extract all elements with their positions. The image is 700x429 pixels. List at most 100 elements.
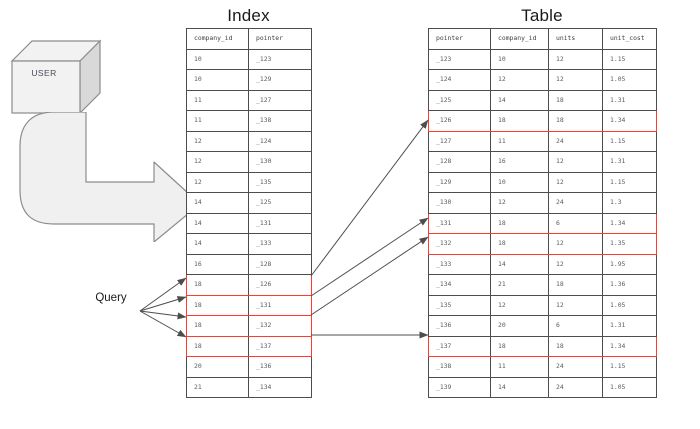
- table-title: Table: [521, 6, 563, 25]
- table-unit-cost: 1.34: [602, 212, 657, 234]
- index-row: 18_131: [186, 294, 312, 316]
- table-units: 24: [548, 356, 603, 378]
- table-unit-cost: 1.31: [602, 151, 657, 173]
- table-unit-cost: 1.31: [602, 315, 657, 337]
- user-box-label: USER: [31, 68, 57, 78]
- table-unit-cost: 1.34: [602, 335, 657, 357]
- table-pointer: _126: [428, 110, 491, 132]
- index-title: Index: [227, 6, 270, 25]
- table-company-id: 18: [490, 110, 549, 132]
- table-units: 12: [548, 48, 603, 70]
- index-company-id: 12: [186, 130, 249, 152]
- table-company-id: 14: [490, 89, 549, 111]
- index-company-id: 20: [186, 356, 249, 378]
- table-pointer: _131: [428, 212, 491, 234]
- index-company-id: 14: [186, 192, 249, 214]
- index-company-id: 12: [186, 171, 249, 193]
- table-pointer: _136: [428, 315, 491, 337]
- index-row: 11_127: [186, 89, 312, 111]
- table-pointer: _123: [428, 48, 491, 70]
- table-pointer: _127: [428, 130, 491, 152]
- index-pointer: _136: [248, 356, 312, 378]
- table-unit-cost: 1.05: [602, 69, 657, 91]
- index-pointer: _135: [248, 171, 312, 193]
- index-pointer: _124: [248, 130, 312, 152]
- index-company-id: 18: [186, 294, 249, 316]
- index-company-id: 10: [186, 48, 249, 70]
- table-unit-cost: 1.36: [602, 274, 657, 296]
- table-company-id: 11: [490, 130, 549, 152]
- index-header-0: company_id: [186, 28, 249, 50]
- index-header-1: pointer: [248, 28, 312, 50]
- index-row: 18_137: [186, 335, 312, 357]
- table-units: 18: [548, 335, 603, 357]
- table-company-id: 11: [490, 356, 549, 378]
- index-pointer: _126: [248, 274, 312, 296]
- table-units: 18: [548, 110, 603, 132]
- index-company-id: 10: [186, 69, 249, 91]
- table-unit-cost: 1.15: [602, 48, 657, 70]
- table-unit-cost: 1.15: [602, 130, 657, 152]
- index-row: 14_131: [186, 212, 312, 234]
- index-row: 16_128: [186, 253, 312, 275]
- index-row: 18_132: [186, 315, 312, 337]
- table-header-2: units: [548, 28, 603, 50]
- table-unit-cost: 1.31: [602, 89, 657, 111]
- index-row: 12_124: [186, 130, 312, 152]
- index-row: 20_136: [186, 356, 312, 378]
- index-pointer: _132: [248, 315, 312, 337]
- table-pointer: _130: [428, 192, 491, 214]
- table-company-id: 18: [490, 335, 549, 357]
- index-row: 10_129: [186, 69, 312, 91]
- table-header-1: company_id: [490, 28, 549, 50]
- index-company-id: 11: [186, 89, 249, 111]
- index-company-id: 16: [186, 253, 249, 275]
- index-row: 12_135: [186, 171, 312, 193]
- table-header-0: pointer: [428, 28, 491, 50]
- index-pointer: _137: [248, 335, 312, 357]
- table-company-id: 12: [490, 69, 549, 91]
- index-pointer: _123: [248, 48, 312, 70]
- table-company-id: 12: [490, 192, 549, 214]
- table-company-id: 10: [490, 48, 549, 70]
- index-company-id: 11: [186, 110, 249, 132]
- table-unit-cost: 1.15: [602, 356, 657, 378]
- index-row: 14_133: [186, 233, 312, 255]
- index-pointer: _129: [248, 69, 312, 91]
- index-row: 18_126: [186, 274, 312, 296]
- table-company-id: 14: [490, 253, 549, 275]
- table-pointer: _124: [428, 69, 491, 91]
- table-unit-cost: 1.95: [602, 253, 657, 275]
- index-pointer: _128: [248, 253, 312, 275]
- index-company-id: 12: [186, 151, 249, 173]
- table-units: 6: [548, 212, 603, 234]
- table-units: 12: [548, 253, 603, 275]
- index-company-id: 18: [186, 274, 249, 296]
- index-row: 12_130: [186, 151, 312, 173]
- index-company-id: 18: [186, 335, 249, 357]
- table-company-id: 18: [490, 233, 549, 255]
- query-label: Query: [95, 292, 127, 304]
- index-row: 11_138: [186, 110, 312, 132]
- table-company-id: 10: [490, 171, 549, 193]
- table-pointer: _137: [428, 335, 491, 357]
- index-pointer: _133: [248, 233, 312, 255]
- table-company-id: 16: [490, 151, 549, 173]
- table-pointer: _125: [428, 89, 491, 111]
- table-header-3: unit_cost: [602, 28, 657, 50]
